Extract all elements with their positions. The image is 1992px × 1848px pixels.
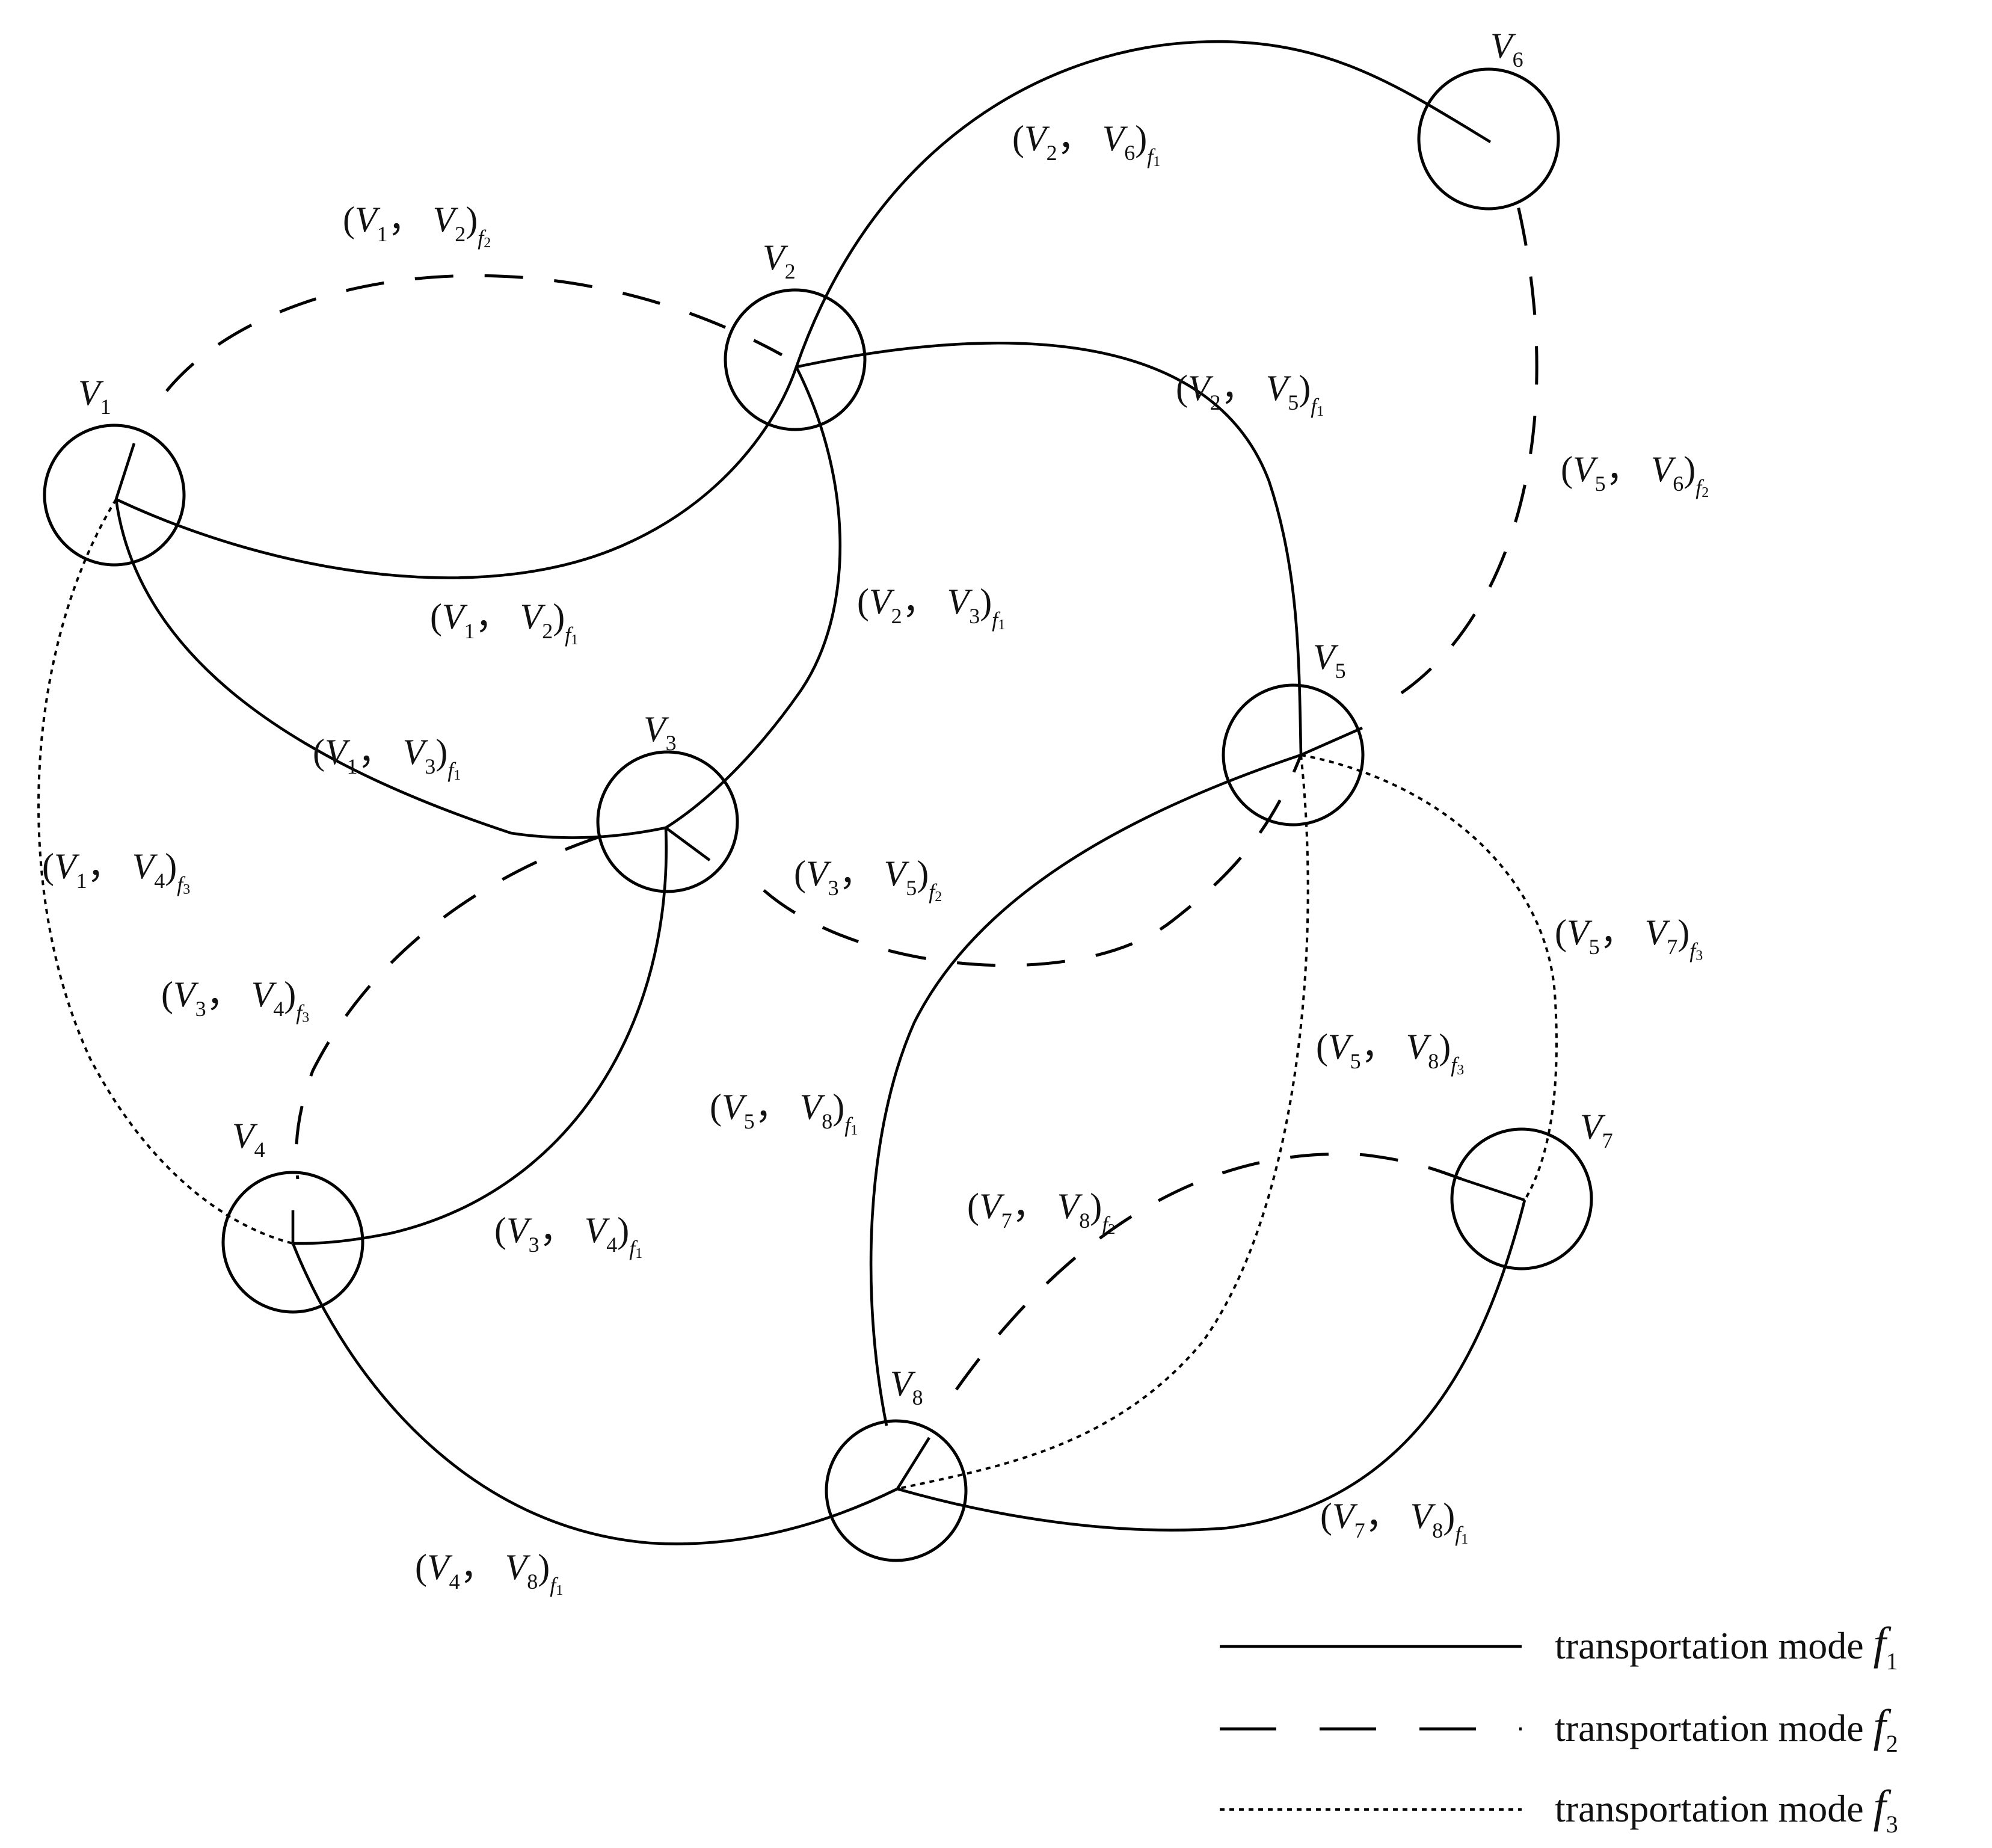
node-v7-circle xyxy=(1450,1127,1593,1270)
node-sub: 2 xyxy=(785,259,796,283)
edge-label-v1-v2-f2: (V1， V2)f2 xyxy=(343,200,491,251)
node-v4-circle xyxy=(221,1171,364,1314)
legend-sub: 2 xyxy=(1886,1730,1898,1757)
edge-label-v4-v8-f1: (V4， V8)f1 xyxy=(415,1547,563,1598)
legend-sub: 3 xyxy=(1886,1811,1898,1838)
node-v5-label: V5 xyxy=(1313,637,1346,683)
node-letter: V xyxy=(644,709,669,749)
node-sub: 7 xyxy=(1602,1129,1613,1153)
edge-v2-v5-f1 xyxy=(796,341,1303,756)
node-v5-circle xyxy=(1222,683,1365,827)
edge-label-v2-v5-f1: (V2， V5)f1 xyxy=(1176,368,1324,419)
legend-text: transportation mode xyxy=(1555,1707,1874,1749)
node-v6-circle xyxy=(1417,67,1560,211)
node-sub: 1 xyxy=(100,395,111,419)
edge-label-v3-v5-f2: (V3， V5)f2 xyxy=(794,854,942,905)
edge-label-v5-v6-f2: (V5， V6)f2 xyxy=(1561,449,1709,500)
node-v8-circle xyxy=(825,1419,968,1562)
edge-label-v1-v2-f1: (V1， V2)f1 xyxy=(430,597,578,648)
node-v7-label: V7 xyxy=(1580,1107,1613,1153)
edge-v3-spur xyxy=(665,827,711,861)
edges xyxy=(37,40,1558,1545)
edge-label-v1-v3-f1: (V1， V3)f1 xyxy=(313,732,461,783)
edge-v2-v6-f1 xyxy=(795,40,1492,368)
node-sub: 6 xyxy=(1513,48,1523,72)
legend-label-f1: transportation mode f1 xyxy=(1555,1618,1898,1675)
legend-label-f3: transportation mode f3 xyxy=(1555,1781,1898,1838)
edge-v5-v7-f3 xyxy=(1300,754,1558,1201)
node-letter: V xyxy=(232,1116,258,1156)
edge-v1-v2-f1 xyxy=(115,366,798,579)
node-v8-label: V8 xyxy=(890,1364,923,1409)
edge-label-v3-v4-f1: (V3， V4)f1 xyxy=(494,1210,642,1261)
legend: transportation mode f1 transportation mo… xyxy=(1220,1618,1898,1838)
edge-label-v5-v7-f3: (V5， V7)f3 xyxy=(1555,913,1703,964)
node-labels: V1 V2 V3 V4 V5 V6 V7 V8 xyxy=(78,26,1613,1409)
edge-v4-v8-f1 xyxy=(291,1243,899,1545)
edge-labels: (V1， V2)f2 (V2， V6)f1 (V2， V5)f1 (V5， V6)f2… xyxy=(42,119,1709,1598)
node-letter: V xyxy=(763,238,788,277)
node-v1-circle xyxy=(43,424,186,567)
edge-v5-spur xyxy=(1300,726,1363,757)
edge-v1-v4-f3 xyxy=(37,498,294,1245)
edge-v2-v3-f1 xyxy=(665,366,842,829)
nodes xyxy=(43,67,1593,1562)
node-v2-circle xyxy=(724,288,867,431)
node-letter: V xyxy=(1490,26,1516,66)
legend-label-f2: transportation mode f2 xyxy=(1555,1701,1898,1757)
edge-label-v2-v3-f1: (V2， V3)f1 xyxy=(857,582,1005,633)
edge-v1-hook xyxy=(114,443,136,500)
edge-v8-spur xyxy=(896,1437,930,1490)
edge-v5-v6-f2 xyxy=(1400,195,1539,695)
edge-label-v5-v8-f3: (V5， V8)f3 xyxy=(1316,1027,1464,1078)
edge-label-v1-v4-f3: (V1， V4)f3 xyxy=(42,846,190,898)
legend-sub: 1 xyxy=(1886,1648,1898,1675)
node-v6-label: V6 xyxy=(1490,26,1523,72)
legend-text: transportation mode xyxy=(1555,1787,1874,1830)
edge-label-v7-v8-f2: (V7， V8)f2 xyxy=(967,1186,1115,1237)
edge-label-v3-v4-f3: (V3， V4)f3 xyxy=(161,975,309,1026)
node-sub: 5 xyxy=(1335,659,1346,683)
edge-label-v7-v8-f1: (V7， V8)f1 xyxy=(1320,1496,1468,1547)
edge-v7-spur xyxy=(1461,1177,1525,1202)
edge-v3-v4-f2 xyxy=(295,834,602,1180)
node-v3-label: V3 xyxy=(644,709,677,755)
node-letter: V xyxy=(78,373,104,413)
node-v3-circle xyxy=(596,750,739,893)
node-v1-label: V1 xyxy=(78,373,111,419)
edge-label-v5-v8-f1: (V5， V8)f1 xyxy=(710,1087,858,1138)
node-sub: 8 xyxy=(912,1385,923,1409)
edge-v7-v8-f2 xyxy=(954,1152,1462,1391)
legend-text: transportation mode xyxy=(1555,1624,1874,1667)
node-letter: V xyxy=(890,1364,916,1403)
edge-v5-v8-f3 xyxy=(897,754,1309,1490)
node-letter: V xyxy=(1580,1107,1606,1147)
node-sub: 4 xyxy=(254,1138,265,1162)
edge-v7-v8-f1 xyxy=(897,1200,1526,1532)
edge-label-v2-v6-f1: (V2， V6)f1 xyxy=(1012,119,1160,170)
edge-v1-v2-f2 xyxy=(165,274,783,392)
edge-v5-v8-f1 xyxy=(869,753,1302,1426)
node-sub: 3 xyxy=(666,731,677,755)
node-letter: V xyxy=(1313,637,1339,677)
node-v2-label: V2 xyxy=(763,238,796,283)
edge-v1-v3-f1 xyxy=(114,499,666,839)
edge-v3-v4-f1 xyxy=(292,827,668,1245)
node-v4-label: V4 xyxy=(232,1116,265,1162)
